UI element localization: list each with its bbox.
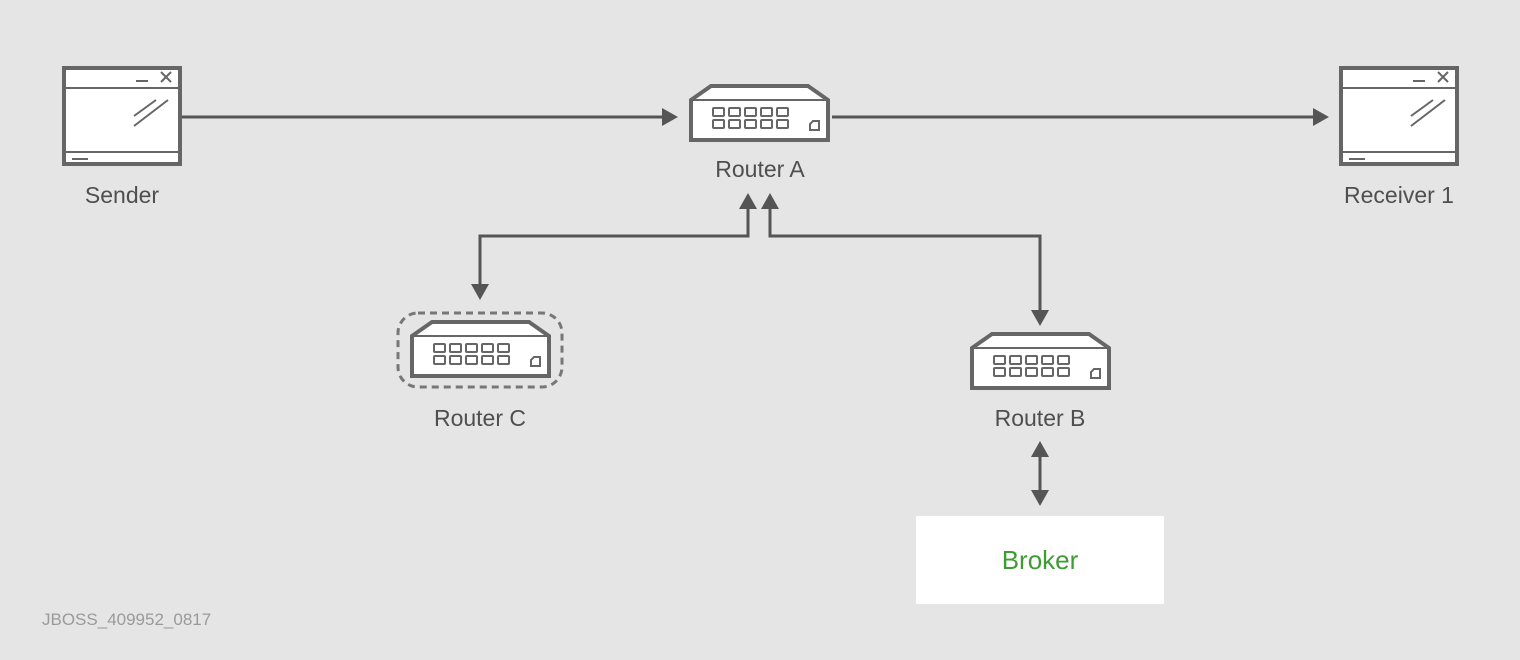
router-b-node: Router B [970, 332, 1111, 431]
broker-node: Broker [916, 516, 1164, 604]
router-icon [689, 84, 830, 142]
router-b-label: Router B [995, 405, 1086, 431]
window-icon [1339, 66, 1459, 166]
router-c-label: Router C [434, 405, 526, 431]
arrowhead-into-router-b [1031, 310, 1049, 326]
link-router-a-router-b [768, 206, 1042, 311]
receiver-node: Receiver 1 [1339, 66, 1459, 208]
router-icon [410, 320, 551, 378]
arrowhead-into-receiver [1313, 108, 1329, 126]
link-router-a-router-c [478, 206, 750, 286]
arrowhead-into-router-c [471, 284, 489, 300]
sender-label: Sender [85, 182, 160, 208]
router-c-dashed-boundary [396, 311, 564, 389]
router-c-node: Router C [396, 311, 564, 431]
arrowhead-up-router-a-right [761, 193, 779, 209]
router-a-node: Router A [689, 84, 830, 182]
arrowhead-up-router-b [1031, 441, 1049, 457]
arrowhead-up-router-a-left [739, 193, 757, 209]
sender-node: Sender [62, 66, 182, 208]
figure-id: JBOSS_409952_0817 [42, 610, 211, 629]
receiver-label: Receiver 1 [1344, 182, 1454, 208]
window-icon [62, 66, 182, 166]
broker-box [916, 516, 1164, 604]
arrowhead-into-router-a [662, 108, 678, 126]
arrowhead-into-broker [1031, 490, 1049, 506]
router-icon [970, 332, 1111, 390]
broker-label: Broker [1002, 545, 1079, 575]
router-a-label: Router A [715, 156, 805, 182]
